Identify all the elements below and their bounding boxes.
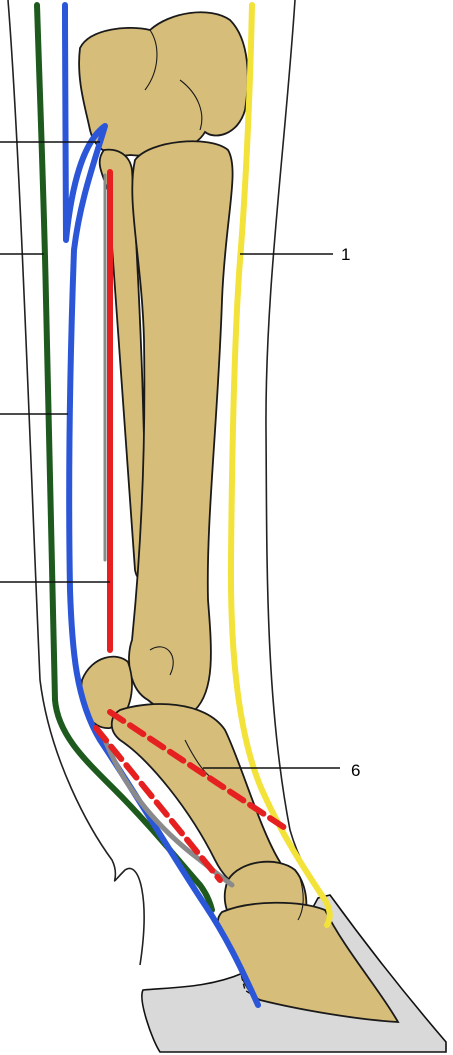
label-6: 6 xyxy=(351,761,360,780)
cannon-bone xyxy=(129,141,233,714)
label-1: 1 xyxy=(341,245,350,264)
bones xyxy=(79,12,398,1022)
